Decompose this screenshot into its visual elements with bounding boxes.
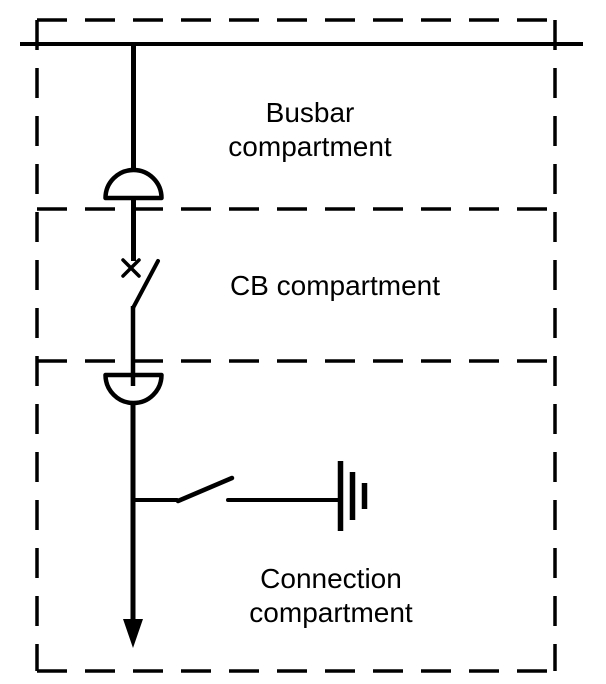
label-cb-compartment: CB compartment <box>229 270 441 301</box>
isolating-contact-upper-icon <box>103 167 164 201</box>
cb-x-stroke-2 <box>121 258 141 278</box>
earthing-switch-icon <box>131 475 340 504</box>
earth-icon <box>337 461 368 531</box>
label-connection-compartment: Connection compartment <box>249 563 413 628</box>
label-busbar-compartment: Busbar compartment <box>228 97 392 162</box>
earthing-switch-blade <box>175 475 235 504</box>
enclosure-dashed-border <box>35 18 557 673</box>
feeder-arrowhead-icon <box>123 619 143 648</box>
circuit-breaker-icon <box>121 258 160 310</box>
cb-blade <box>131 259 160 310</box>
isolating-contact-lower-icon <box>103 372 164 406</box>
